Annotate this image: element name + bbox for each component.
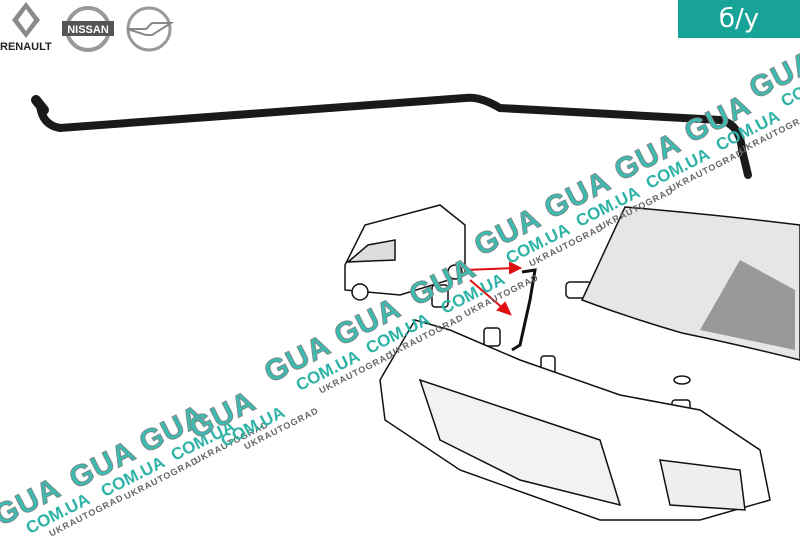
callout-arrows bbox=[464, 261, 523, 316]
renault-diamond-icon bbox=[11, 2, 40, 38]
front-panel-part bbox=[379, 319, 771, 521]
part-diagram bbox=[31, 93, 800, 521]
opel-bolt-icon bbox=[126, 6, 174, 52]
windshield-part bbox=[580, 206, 800, 361]
opel-logo bbox=[124, 4, 174, 54]
renault-logo: RENAULT bbox=[0, 0, 52, 53]
nissan-logo: NISSAN bbox=[60, 4, 116, 54]
washer-hose-part bbox=[31, 93, 752, 179]
brand-logos: RENAULT NISSAN bbox=[0, 0, 174, 54]
van-illustration bbox=[344, 204, 466, 301]
nissan-emblem-icon: NISSAN bbox=[61, 6, 114, 52]
renault-logo-text: RENAULT bbox=[0, 41, 52, 53]
svg-text:NISSAN: NISSAN bbox=[67, 24, 109, 36]
used-condition-badge: б/у bbox=[678, 0, 800, 38]
